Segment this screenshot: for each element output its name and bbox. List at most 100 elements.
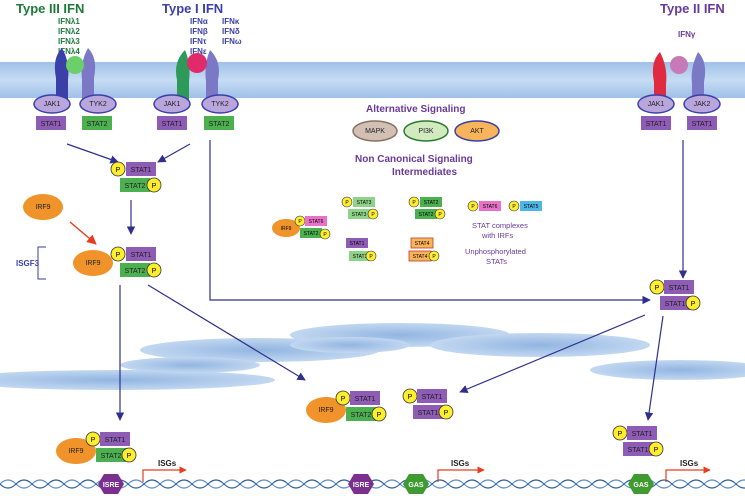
svg-text:STAT2: STAT2 xyxy=(304,231,319,237)
svg-text:STAT3: STAT3 xyxy=(357,200,372,206)
isgs-arrows xyxy=(142,466,711,482)
isre-element-left: ISRE xyxy=(98,474,124,494)
ligand-ifnl2: IFNλ2 xyxy=(58,27,80,36)
svg-text:P: P xyxy=(412,200,416,206)
plasma-membrane xyxy=(0,62,745,98)
cyto-stat1-homodimer: P STAT1 STAT1 P xyxy=(649,279,701,311)
svg-text:STAT1: STAT1 xyxy=(418,410,439,417)
nuclear-envelope xyxy=(0,323,745,390)
mapk-pill xyxy=(352,120,398,142)
svg-text:IRF9: IRF9 xyxy=(85,260,100,267)
svg-text:IRF9: IRF9 xyxy=(318,407,333,414)
svg-text:STAT1: STAT1 xyxy=(162,121,183,128)
noncanonical-title-1: Non Canonical Signaling xyxy=(355,154,473,165)
svg-text:P: P xyxy=(152,183,157,190)
nuclear-stat1-dimer-mid: P STAT1 STAT1 P xyxy=(402,388,454,420)
ligand-ifnw: IFNω xyxy=(222,37,242,46)
svg-text:P: P xyxy=(91,437,96,444)
alternative-signaling-title: Alternative Signaling xyxy=(366,104,465,115)
noncanonical-title-2: Intermediates xyxy=(392,167,457,178)
svg-text:STAT1: STAT1 xyxy=(632,431,653,438)
svg-text:P: P xyxy=(116,252,121,259)
svg-text:STAT2: STAT2 xyxy=(351,412,372,419)
svg-text:STAT6: STAT6 xyxy=(483,204,498,210)
ligand-ifnl4: IFNλ4 xyxy=(58,47,80,56)
svg-text:GAS: GAS xyxy=(408,482,424,489)
svg-text:STAT2: STAT2 xyxy=(419,212,434,218)
type1-header: Type I IFN xyxy=(162,1,223,16)
noncanonical-examples: IRF9 P STAT6 STAT2 P P STAT3 STAT3 P STA… xyxy=(272,196,542,262)
nuclear-stat1-dimer-right: P STAT1 STAT1 P xyxy=(612,425,664,457)
ligand-ifnd: IFNδ xyxy=(222,27,240,36)
svg-text:STAT1: STAT1 xyxy=(646,121,667,128)
svg-text:P: P xyxy=(298,219,302,225)
svg-text:STAT1: STAT1 xyxy=(669,285,690,292)
svg-text:P: P xyxy=(432,254,436,260)
arrows xyxy=(66,140,688,421)
svg-text:P: P xyxy=(655,285,660,292)
type1-receptor: JAK1 TYK2 STAT1 STAT2 xyxy=(153,50,239,130)
svg-text:P: P xyxy=(116,167,121,174)
svg-text:IRF9: IRF9 xyxy=(68,448,83,455)
gas-element-mid: GAS xyxy=(403,474,429,494)
dna-strand xyxy=(0,479,745,489)
svg-text:P: P xyxy=(369,254,373,260)
svg-text:P: P xyxy=(512,204,516,210)
svg-text:ISRE: ISRE xyxy=(353,482,370,489)
svg-text:P: P xyxy=(444,410,449,417)
stat2-box xyxy=(204,116,234,130)
svg-text:STAT1: STAT1 xyxy=(422,394,443,401)
ligand-ifna: IFNα xyxy=(190,17,208,26)
svg-text:P: P xyxy=(152,268,157,275)
svg-text:P: P xyxy=(323,232,327,238)
svg-text:STAT2: STAT2 xyxy=(101,453,122,460)
svg-text:STAT4: STAT4 xyxy=(415,241,430,247)
svg-text:IRF9: IRF9 xyxy=(35,204,50,211)
note-unphos-1: Unphosphorylated xyxy=(465,247,526,256)
nuclear-isgf3-left: IRF9 P STAT1 STAT2 P xyxy=(56,431,137,464)
svg-text:P: P xyxy=(127,453,132,460)
svg-text:STAT1: STAT1 xyxy=(41,121,62,128)
jak1-box xyxy=(153,94,191,114)
svg-text:STAT2: STAT2 xyxy=(209,121,230,128)
svg-text:STAT2: STAT2 xyxy=(87,121,108,128)
svg-text:P: P xyxy=(618,431,623,438)
ifna-ligand-ball xyxy=(187,53,207,73)
svg-text:STAT1: STAT1 xyxy=(692,121,713,128)
ligand-ifng: IFNγ xyxy=(678,30,696,39)
note-unphos-2: STATs xyxy=(486,257,507,266)
svg-text:STAT5: STAT5 xyxy=(524,204,539,210)
akt-pill xyxy=(454,120,500,142)
ifnl-ligand-ball xyxy=(66,56,84,74)
svg-text:MAPK: MAPK xyxy=(365,128,385,135)
nuclear-isgf3-mid: IRF9 P STAT1 STAT2 P xyxy=(306,390,387,423)
svg-text:STAT1: STAT1 xyxy=(350,241,365,247)
ligand-ifne: IFNε xyxy=(190,47,207,56)
svg-text:P: P xyxy=(654,447,659,454)
isgs-label-right: ISGs xyxy=(680,459,699,468)
svg-text:STAT1: STAT1 xyxy=(628,447,649,454)
svg-text:P: P xyxy=(408,394,413,401)
stat1-box xyxy=(641,116,671,130)
svg-text:TYK2: TYK2 xyxy=(211,101,229,108)
svg-text:JAK1: JAK1 xyxy=(648,101,665,108)
jak1-box xyxy=(33,94,71,114)
ligand-ifnl1: IFNλ1 xyxy=(58,17,80,26)
isgf3-complex: ISGF3 IRF9 P STAT1 STAT2 P xyxy=(16,246,162,280)
note-stat-irf-2: with IRFs xyxy=(481,231,514,240)
svg-text:ISRE: ISRE xyxy=(103,482,120,489)
svg-text:P: P xyxy=(377,412,382,419)
svg-text:P: P xyxy=(691,301,696,308)
isre-element-mid: ISRE xyxy=(348,474,374,494)
alternative-signaling-pills: MAPK PI3K AKT xyxy=(352,120,500,142)
svg-text:STAT1: STAT1 xyxy=(105,437,126,444)
isgs-label-mid: ISGs xyxy=(451,459,470,468)
isgs-label-left: ISGs xyxy=(158,459,177,468)
type2-header: Type II IFN xyxy=(660,1,725,16)
cyto-stat1-stat2-complex: P STAT1 STAT2 P xyxy=(110,161,162,193)
svg-text:JAK1: JAK1 xyxy=(44,101,61,108)
svg-text:TYK2: TYK2 xyxy=(89,101,107,108)
svg-text:STAT1: STAT1 xyxy=(131,252,152,259)
svg-text:STAT2: STAT2 xyxy=(424,200,439,206)
